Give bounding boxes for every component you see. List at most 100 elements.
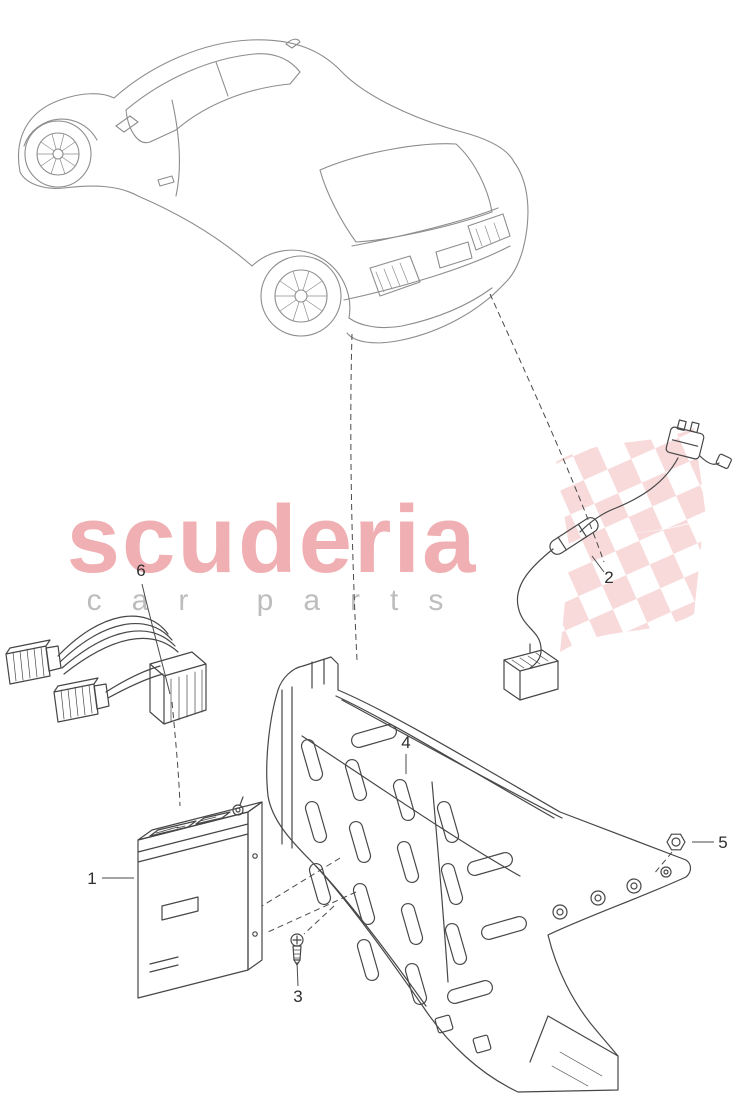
front-wheel-arch [23, 118, 98, 147]
module-vent-slots [149, 956, 179, 973]
module-front-seams [137, 823, 249, 863]
bracket-slot [436, 800, 460, 844]
bracket-slot [444, 922, 468, 966]
leader-line-6 [141, 583, 171, 695]
bracket-foot-hatch [551, 1051, 603, 1087]
dashed-line-bracket-to-module-upper [261, 857, 341, 907]
dashed-line-bumper-to-bracket [350, 333, 358, 661]
bracket-slot [400, 902, 424, 946]
taillight-right [467, 213, 511, 251]
front-wheel [24, 120, 92, 188]
callout-label-4: 4 [401, 733, 410, 752]
cable-pigtail-connector [715, 453, 732, 470]
bracket-slot [356, 938, 380, 982]
harness-connector-a-hatch [12, 646, 45, 682]
bracket-slot [304, 800, 328, 844]
harness-main-connector-hatch [170, 669, 203, 723]
cable-lower-run [516, 548, 554, 669]
harness-wires [57, 615, 179, 699]
leader-line-2 [591, 555, 605, 573]
module-antenna-jack-pin [235, 807, 241, 813]
bracket-square-hole [472, 1034, 492, 1054]
bracket-ribs [301, 699, 563, 983]
watermark-tagline: car parts [87, 584, 474, 617]
callout-label-1: 1 [87, 869, 96, 888]
rear-window [319, 143, 493, 243]
callout-labels: 1 2 3 4 5 6 [87, 561, 727, 1006]
car-sill-line [19, 171, 253, 267]
rear-wheel [260, 255, 342, 337]
rear-wheel-spokes [274, 270, 328, 322]
module-top-connector-hatch [155, 816, 217, 834]
module-top-connector-a [149, 820, 197, 837]
nut-hole [671, 837, 681, 847]
bracket-slot [396, 840, 420, 884]
cable-top-connector [665, 419, 705, 460]
bracket-oval-slot [481, 915, 527, 941]
bracket-left-rails [281, 686, 293, 849]
bracket-oval-slot [467, 851, 513, 877]
dashed-line-trunk-to-cable [489, 293, 605, 563]
bracket-slot [440, 862, 464, 906]
bracket-top-thickness-line [335, 695, 555, 819]
car-body-outline [18, 39, 529, 344]
nut-part [666, 833, 686, 851]
harness-connector-a-collar [45, 645, 62, 672]
license-plate [435, 241, 473, 269]
roof-antenna-fin [285, 38, 301, 49]
harness-connector-a [5, 639, 51, 685]
bracket-slot [308, 862, 332, 906]
bracket-slot [300, 738, 324, 782]
bracket-slot [404, 962, 428, 1006]
car-illustration [18, 38, 529, 344]
watermark-checkered-flag [556, 428, 706, 652]
control-module-part [137, 796, 263, 999]
side-glasshouse [125, 53, 301, 144]
wiring-harness-part [5, 615, 207, 725]
rear-wheel-arch [251, 249, 351, 319]
bracket-slot [392, 778, 416, 822]
rear-valance [348, 287, 493, 329]
taillight-left [369, 255, 421, 297]
front-wheel-spokes [36, 133, 80, 175]
dashed-line-bracket-to-module-lower [267, 891, 357, 933]
callout-label-3: 3 [293, 987, 302, 1006]
bracket-square-hole [434, 1014, 454, 1034]
bracket-oval-slot [447, 979, 493, 1005]
dashed-line-bracket-to-screw [303, 905, 335, 935]
parts [5, 419, 732, 1093]
harness-connector-b [53, 677, 99, 723]
trunk-edge-line [351, 207, 499, 247]
nut-hex [666, 833, 686, 851]
door-handle [157, 175, 175, 187]
harness-main-connector [149, 651, 207, 725]
bracket-foot [529, 1015, 619, 1063]
leader-line-3 [296, 961, 299, 987]
bracket-arm-holes [552, 866, 672, 920]
harness-connector-b-hatch [60, 684, 93, 720]
module-screw-boss-bottom [252, 931, 258, 937]
harness-connector-b-collar [93, 683, 110, 710]
taillight-left-hatch [375, 262, 409, 293]
b-pillar-line [215, 61, 229, 97]
bracket-lower-edge-line [315, 865, 427, 1007]
bracket-slot [344, 758, 368, 802]
mounting-bracket-part [266, 656, 692, 1093]
bumper-crease-line [343, 245, 511, 301]
dashed-line-nut-to-bracket [653, 851, 673, 875]
module-front-face [137, 811, 249, 999]
bracket-slot [348, 820, 372, 864]
bracket-slot [352, 882, 376, 926]
door-seam [171, 99, 181, 197]
antenna-cable-part [503, 419, 732, 701]
watermark: scuderia car parts [67, 428, 706, 652]
callout-label-6: 6 [136, 561, 145, 580]
module-screw-boss-top [252, 853, 258, 859]
cable-end-connector [503, 643, 559, 701]
bracket-oval-slot [351, 723, 397, 749]
bracket-tab-lines [311, 658, 325, 689]
cable-upper-run [579, 457, 679, 533]
cable-pigtail [699, 455, 720, 465]
